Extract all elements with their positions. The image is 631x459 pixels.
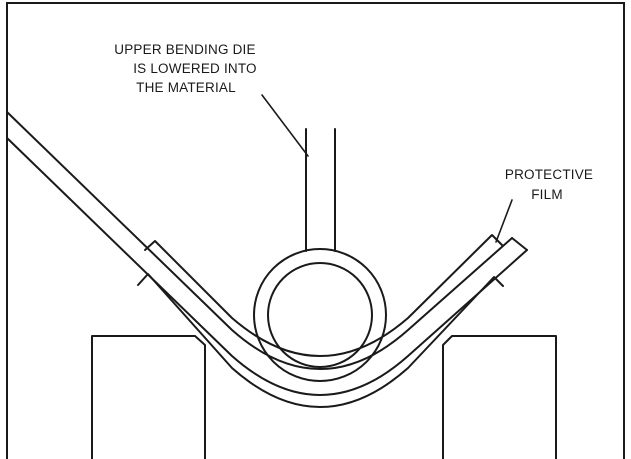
diagram-frame bbox=[6, 2, 625, 459]
die-label-line-1: UPPER BENDING DIE bbox=[114, 42, 255, 57]
film-label-line-2: FILM bbox=[531, 187, 563, 202]
film-label-line-1: PROTECTIVE bbox=[505, 167, 593, 182]
sheet-material-bottom-edge bbox=[6, 137, 528, 396]
lower-die-left bbox=[91, 335, 206, 459]
sheet-material-top-edge bbox=[6, 111, 513, 370]
upper-die-outer-ring bbox=[253, 248, 387, 382]
upper-die-stem bbox=[305, 128, 336, 252]
die-label-line-2: IS LOWERED INTO bbox=[133, 61, 257, 76]
die-leader-line bbox=[261, 94, 309, 157]
lower-die-right bbox=[442, 335, 557, 459]
upper-die-inner-ring bbox=[267, 262, 373, 368]
die-label-line-3: THE MATERIAL bbox=[136, 80, 236, 95]
sheet-material-end bbox=[511, 237, 528, 251]
protective-film-lower bbox=[137, 273, 504, 408]
protective-film-upper bbox=[144, 234, 503, 357]
film-leader-line bbox=[495, 199, 513, 243]
